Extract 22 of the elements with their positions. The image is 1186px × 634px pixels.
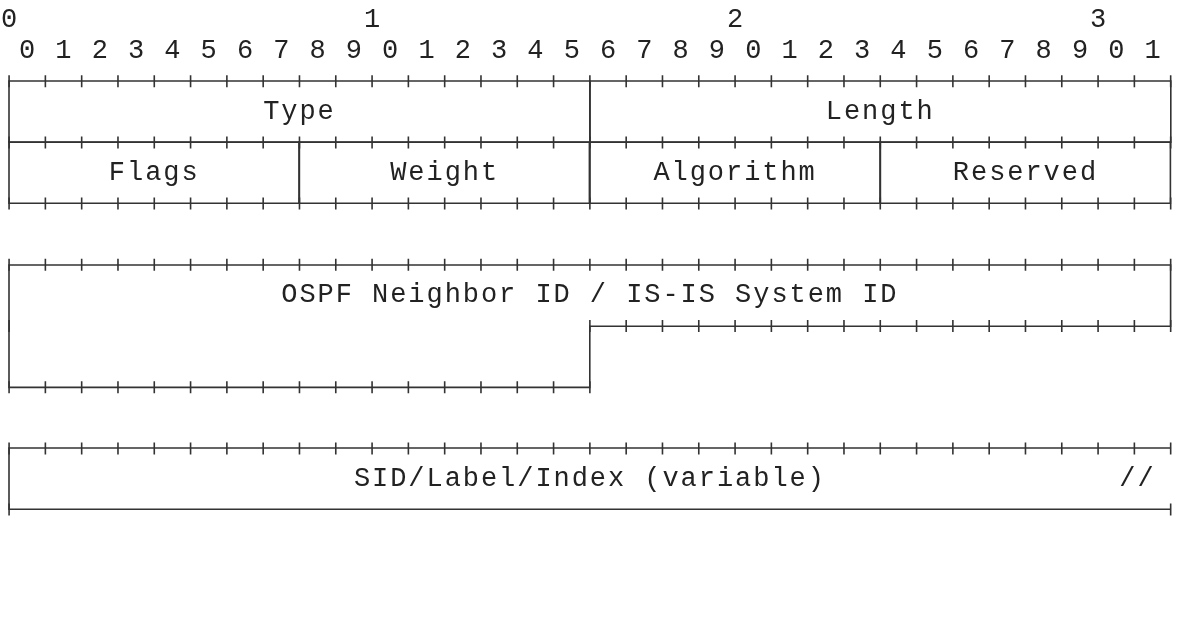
field-name: Reserved — [952, 158, 1099, 188]
field-box — [9, 264, 1171, 388]
bit-number: 3 — [1089, 5, 1109, 35]
bit-number: 2 — [726, 5, 746, 35]
bit-number: 0 1 2 3 4 5 6 7 8 9 0 1 2 3 4 5 6 7 8 9 0 1 2 3 4 5 6 7 8 9 0 1 — [19, 35, 1163, 66]
field-box — [589, 142, 881, 204]
field-name: Algorithm — [653, 158, 817, 188]
field-box — [9, 142, 300, 204]
field-name: OSPF Neighbor ID / IS-IS System ID — [281, 280, 899, 311]
bit-number: 1 — [363, 5, 383, 35]
bit-number: 0 — [0, 5, 20, 35]
field-box — [299, 142, 590, 204]
field-name: Type — [263, 96, 336, 127]
field-box — [880, 142, 1171, 204]
field-name: Weight — [390, 158, 500, 188]
field-box — [9, 81, 590, 143]
field-box — [589, 81, 1171, 143]
field-name: SID/Label/Index (variable) — [353, 464, 826, 494]
field-box — [9, 448, 1171, 510]
continuation-mark: // — [1119, 464, 1156, 494]
field-name: Length — [825, 96, 935, 127]
field-name: Flags — [108, 158, 200, 188]
